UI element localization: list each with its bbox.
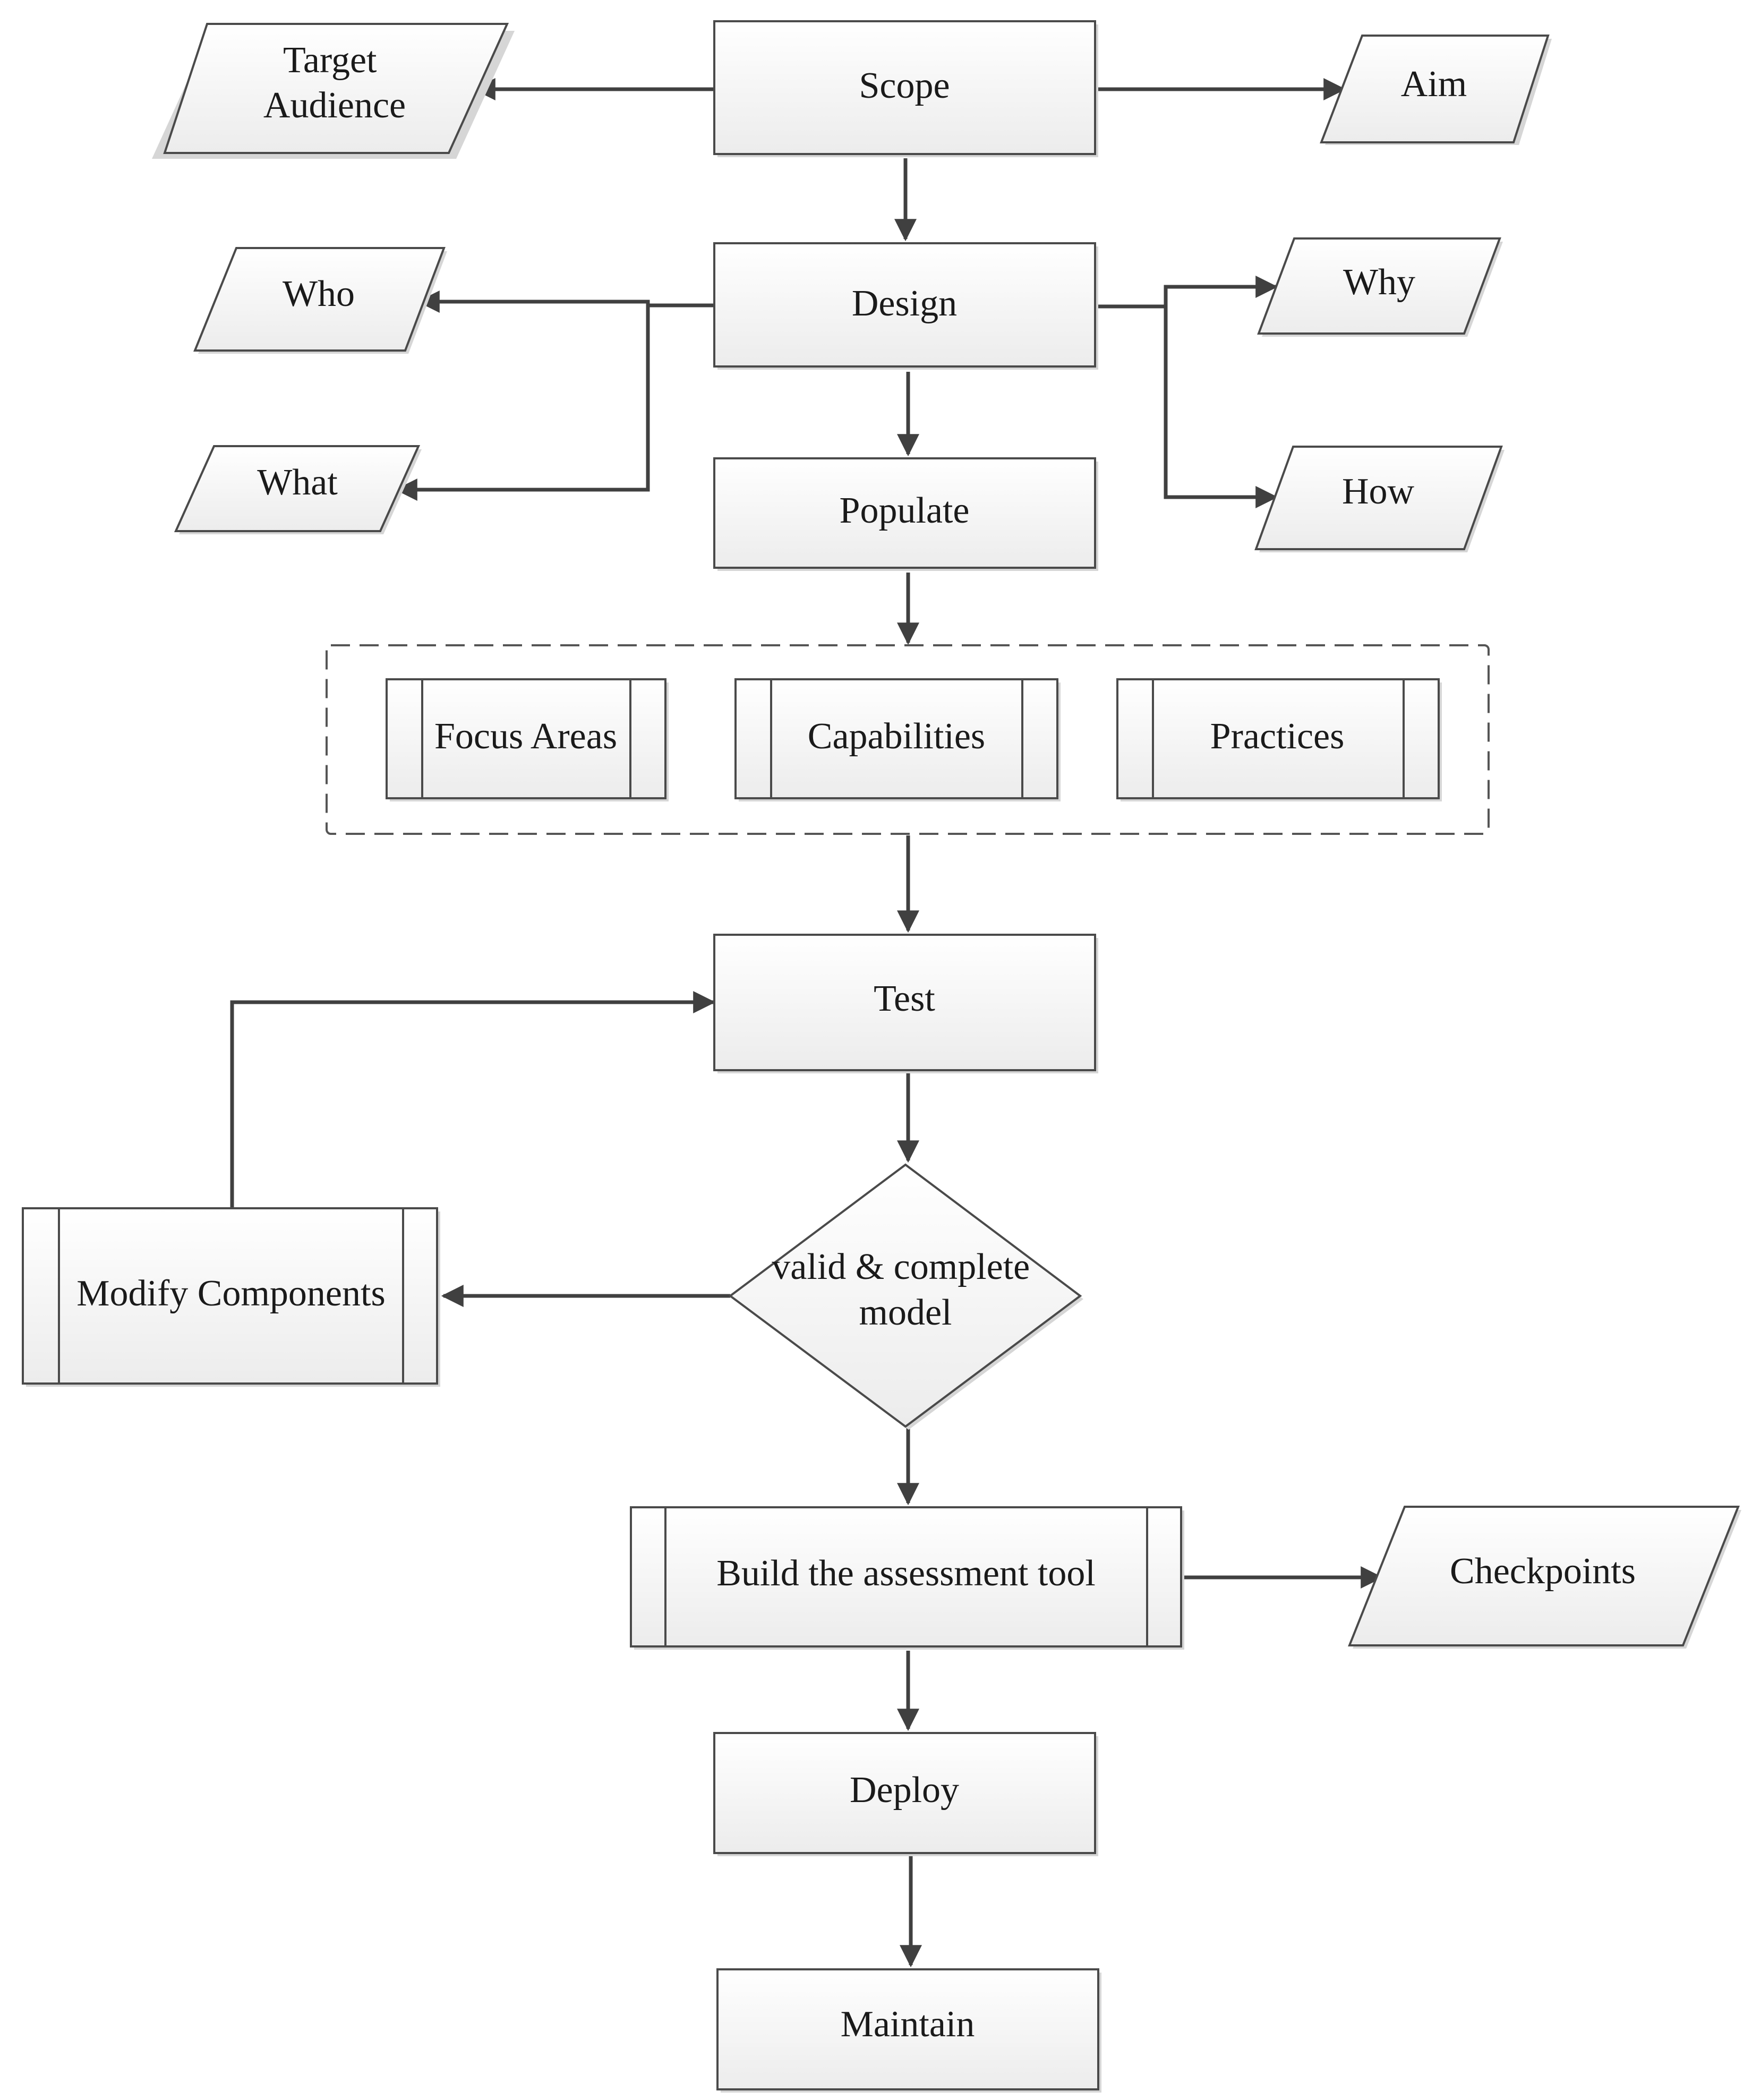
aim-label: Aim — [1401, 64, 1467, 105]
components-group — [326, 644, 1490, 835]
build-tool-label: Build the assessment tool — [716, 1553, 1096, 1594]
practices-label: Practices — [1210, 716, 1345, 757]
node-focus-areas: Focus Areas — [386, 678, 669, 801]
maintain-label: Maintain — [841, 2004, 975, 2045]
node-build-assessment-tool: Build the assessment tool — [630, 1506, 1184, 1650]
design-label: Design — [852, 283, 957, 324]
node-how: How — [1254, 446, 1505, 552]
decision-label: valid & complete model — [772, 1247, 1039, 1333]
node-test: Test — [713, 934, 1098, 1073]
node-capabilities: Capabilities — [734, 678, 1061, 801]
focus-areas-label: Focus Areas — [434, 716, 617, 757]
target-audience-label: Target Audience — [263, 40, 406, 126]
what-label: What — [257, 462, 338, 503]
populate-label: Populate — [840, 490, 970, 531]
node-what: What — [174, 445, 422, 534]
who-label: Who — [283, 274, 355, 314]
why-label: Why — [1343, 262, 1415, 303]
node-maintain: Maintain — [716, 1968, 1101, 2093]
node-target-audience: Target Audience — [152, 23, 515, 159]
edge-modify-to-test — [230, 991, 716, 1208]
node-who: Who — [193, 247, 447, 354]
node-practices: Practices — [1116, 678, 1442, 801]
edge-design-to-who — [417, 291, 714, 313]
edge-design-to-how — [1164, 306, 1278, 508]
node-scope: Scope — [713, 20, 1098, 157]
edge-design-to-what — [395, 305, 650, 501]
test-label: Test — [874, 978, 935, 1019]
checkpoints-label: Checkpoints — [1450, 1551, 1636, 1592]
deploy-label: Deploy — [850, 1770, 959, 1811]
node-aim: Aim — [1320, 35, 1552, 145]
edges — [230, 78, 1383, 1968]
node-populate: Populate — [713, 457, 1098, 571]
scope-label: Scope — [859, 65, 950, 106]
modify-components-label: Modify Components — [76, 1273, 385, 1314]
node-checkpoints: Checkpoints — [1348, 1506, 1741, 1649]
node-design: Design — [713, 242, 1098, 370]
node-deploy: Deploy — [713, 1732, 1098, 1856]
capabilities-label: Capabilities — [808, 716, 985, 757]
node-modify-components: Modify Components — [22, 1207, 440, 1387]
edge-design-to-why — [1095, 276, 1278, 309]
node-why: Why — [1257, 237, 1503, 337]
node-valid-complete-decision: valid & complete model — [728, 1163, 1083, 1430]
how-label: How — [1342, 471, 1415, 512]
